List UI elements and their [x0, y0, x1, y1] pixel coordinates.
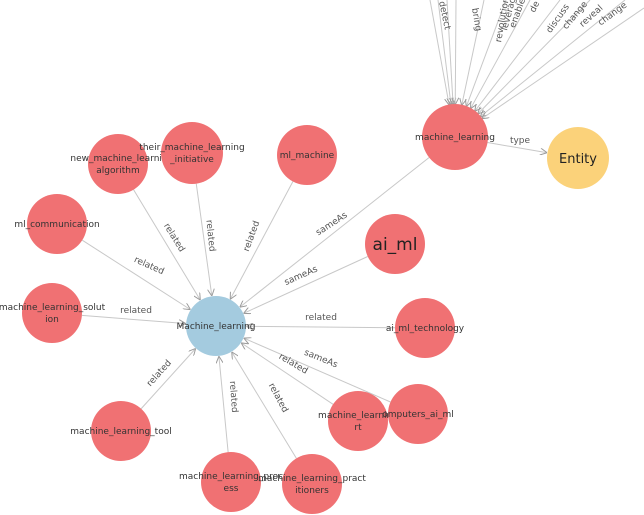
node-label: ion [45, 315, 59, 325]
node-label: ai_ml [373, 235, 418, 255]
node-Machine_learning[interactable]: Machine_learning [177, 296, 256, 356]
incoming-edge [471, 0, 531, 108]
node-computers_ai_ml[interactable]: omputers_ai_ml [382, 384, 454, 444]
incoming-edge-label: de [528, 0, 542, 14]
node-circle[interactable] [88, 134, 148, 194]
node-circle[interactable] [365, 214, 425, 274]
node-label: machine_learning_proc [179, 472, 283, 482]
edges-layer [81, 0, 644, 459]
incoming-edge [446, 0, 453, 104]
node-circle[interactable] [277, 125, 337, 185]
incoming-edge [467, 0, 507, 106]
incoming-edge-label: detect [436, 0, 452, 31]
incoming-edge [478, 0, 591, 113]
edge-label: related [145, 358, 174, 388]
edge-machine_learning_practitioners-to-Machine_learning[interactable] [232, 352, 297, 459]
node-label: omputers_ai_ml [382, 410, 453, 420]
edge-machine_learning_part-to-Machine_learning[interactable] [242, 343, 334, 405]
node-circle[interactable] [395, 298, 455, 358]
nodes-layer: machine_learningEntityMachine_learningne… [0, 104, 609, 514]
edge-label: sameAs [283, 264, 320, 288]
incoming-edge-label: bring [469, 7, 483, 32]
edge-label: related [242, 220, 262, 253]
node-label: ml_communication [14, 220, 99, 230]
incoming-edge [462, 0, 485, 105]
node-circle[interactable] [27, 194, 87, 254]
node-label: machine_learning_solut [0, 303, 106, 313]
node-circle[interactable] [282, 454, 342, 514]
node-circle[interactable] [22, 283, 82, 343]
edge-ai_ml_technology-to-Machine_learning[interactable] [247, 326, 396, 327]
edge-label: related [203, 219, 216, 252]
node-label: _initiative [169, 155, 214, 165]
node-circle[interactable] [388, 384, 448, 444]
node-ai_ml_technology[interactable]: ai_ml_technology [386, 298, 465, 358]
node-label: itioners [295, 486, 329, 496]
node-ml_machine[interactable]: ml_machine [277, 125, 337, 185]
edge-machine_learning_hub-to-entity[interactable] [487, 142, 547, 153]
node-label: Machine_learning [177, 322, 256, 332]
node-circle[interactable] [91, 401, 151, 461]
edge-label: related [120, 306, 152, 316]
edge-machine_learning_hub-to-Machine_learning[interactable] [240, 157, 430, 306]
node-circle[interactable] [186, 296, 246, 356]
node-their_machine_learning_initiative[interactable]: their_machine_learning _initiative [139, 122, 245, 184]
node-circle[interactable] [422, 104, 488, 170]
incoming-edge [455, 0, 456, 104]
incoming-edge [481, 0, 626, 116]
node-ml_communication[interactable]: ml_communication [14, 194, 100, 254]
edge-computers_ai_ml-to-Machine_learning[interactable] [244, 338, 391, 403]
node-machine_learning_tool[interactable]: machine_learning_tool [70, 401, 172, 461]
incoming-edge [482, 7, 644, 118]
node-label: algorithm [96, 166, 139, 176]
node-label: ess [224, 484, 239, 494]
node-circle[interactable] [161, 122, 223, 184]
edge-machine_learning_tool-to-Machine_learning[interactable] [140, 349, 195, 410]
edge-label: related [132, 255, 165, 277]
edge-machine_learning_solution-to-Machine_learning[interactable] [81, 314, 185, 323]
node-label: their_machine_learning [139, 143, 244, 153]
node-machine_learning_hub[interactable]: machine_learning [415, 104, 495, 170]
incoming-edge [475, 0, 561, 111]
node-label: machine_learning [415, 133, 495, 143]
edge-label: related [305, 313, 337, 323]
node-entity[interactable]: Entity [547, 127, 609, 189]
edge-label: related [161, 222, 186, 254]
edge-their_machine_learning_initiative-to-Machine_learning[interactable] [195, 183, 211, 296]
node-label: ai_ml_technology [386, 324, 465, 334]
node-label: ml_machine [280, 151, 335, 161]
node-label: rt [354, 423, 362, 433]
incoming-edge [429, 0, 449, 105]
node-machine_learning_practitioners[interactable]: machine_learning_pract itioners [258, 454, 366, 514]
edge-label: related [266, 382, 290, 415]
node-ai_ml[interactable]: ai_ml [365, 214, 425, 274]
node-label: machine_learning_pract [258, 474, 366, 484]
node-circle[interactable] [328, 391, 388, 451]
node-circle[interactable] [201, 452, 261, 512]
edge-ml_communication-to-Machine_learning[interactable] [81, 239, 190, 309]
edge-new_machine_learning_algorithm-to-Machine_learning[interactable] [133, 189, 200, 300]
node-label: Entity [559, 152, 597, 167]
edge-label: type [510, 136, 531, 146]
edge-ai_ml-to-Machine_learning[interactable] [244, 256, 368, 313]
edge-label: related [227, 381, 239, 413]
incoming-edge [437, 0, 451, 104]
node-label: machine_learning [318, 411, 398, 421]
node-label: new_machine_learnir [70, 154, 166, 164]
node-circle[interactable] [547, 127, 609, 189]
edge-ml_machine-to-Machine_learning[interactable] [231, 181, 294, 298]
node-new_machine_learning_algorithm[interactable]: new_machine_learnir algorithm [70, 134, 166, 194]
node-label: machine_learning_tool [70, 427, 171, 437]
edge-machine_learning_process-to-Machine_learning[interactable] [219, 357, 229, 453]
